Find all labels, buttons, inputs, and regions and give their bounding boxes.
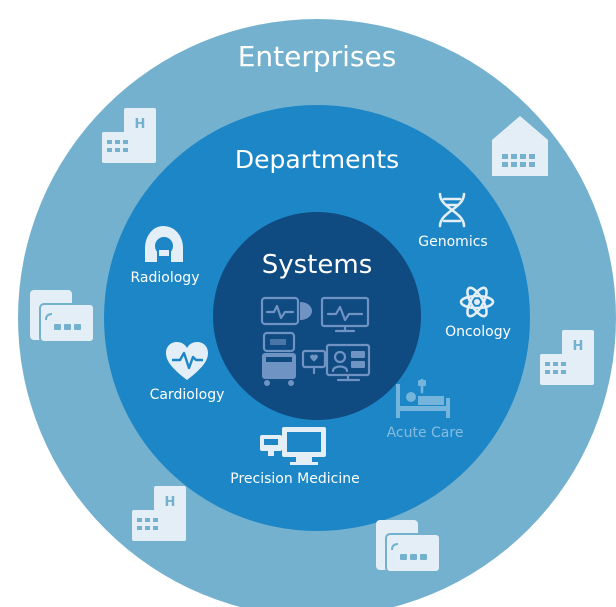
imaging-workstation-icon — [301, 343, 371, 382]
heart-pulse-icon — [166, 342, 208, 380]
department-label-acute-care: Acute Care — [387, 425, 464, 441]
svg-text:H: H — [135, 117, 146, 132]
hospital-building-icon: H — [102, 108, 156, 163]
enterprises-title: Enterprises — [238, 40, 397, 73]
department-label-oncology: Oncology — [445, 324, 511, 340]
radiology-scanner-icon — [145, 226, 183, 262]
department-label-cardiology: Cardiology — [150, 387, 225, 403]
hospital-building-icon: H — [540, 330, 594, 385]
clinic-building-icon — [30, 290, 95, 343]
vital-signs-monitor-icon — [320, 296, 370, 333]
clinic-building-icon — [376, 520, 441, 573]
svg-text:H: H — [573, 339, 584, 354]
hospital-bed-icon — [396, 378, 450, 418]
hospital-building-icon: H — [132, 486, 186, 541]
ultrasound-cart-icon — [262, 331, 296, 386]
department-label-genomics: Genomics — [418, 234, 487, 250]
department-label-radiology: Radiology — [131, 270, 200, 286]
systems-title: Systems — [262, 250, 373, 280]
atom-icon — [459, 286, 495, 318]
systems-ring — [213, 212, 421, 420]
department-label-precision-medicine: Precision Medicine — [230, 471, 359, 487]
patient-monitor-icon — [260, 296, 312, 326]
svg-text:H: H — [165, 495, 176, 510]
house-building-icon — [492, 116, 548, 176]
monitor-computer-icon — [260, 427, 326, 465]
departments-title: Departments — [235, 145, 399, 174]
dna-icon — [438, 192, 466, 228]
